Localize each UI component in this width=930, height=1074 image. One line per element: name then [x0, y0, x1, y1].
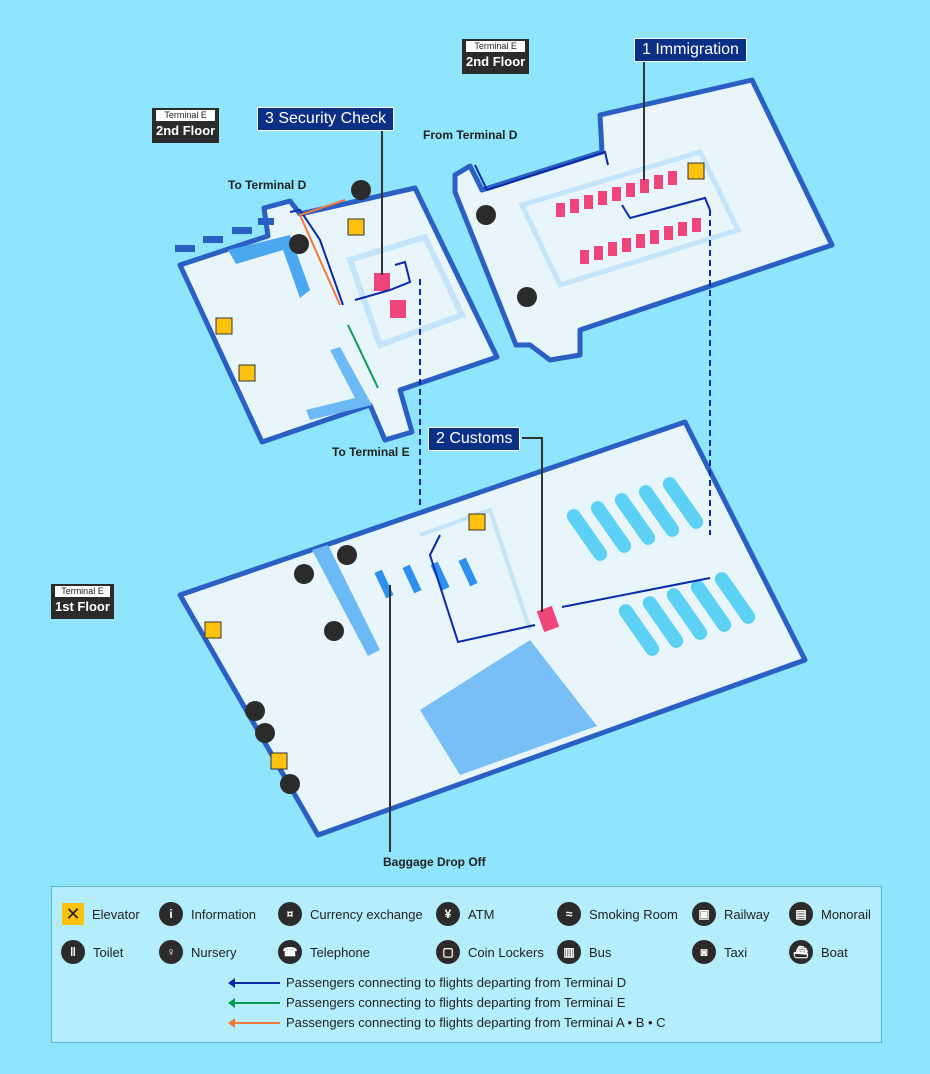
floor-2-east: [452, 77, 835, 363]
legend-railway: ▣ Railway: [692, 902, 770, 926]
legend-taxi: ◙ Taxi: [692, 940, 747, 964]
smoking-room-icon: ≈: [557, 902, 581, 926]
legend-label: Coin Lockers: [468, 944, 544, 960]
legend-information: i Information: [159, 902, 256, 926]
legend-label: Passengers connecting to flights departi…: [286, 1015, 666, 1030]
legend-route-terminal-d: Passengers connecting to flights departi…: [228, 975, 627, 990]
terminal-name: Terminal E: [466, 41, 526, 52]
step-security-check: 3 Security Check: [257, 107, 394, 131]
floor-tag-1f: Terminal E 1st Floor: [51, 584, 114, 619]
information-icon: i: [159, 902, 183, 926]
legend-label: Nursery: [191, 944, 237, 960]
label-to-terminal-d: To Terminal D: [228, 178, 307, 192]
legend-label: Information: [191, 906, 257, 922]
arrow-left-icon: [228, 1017, 280, 1028]
floor-tag-2f-east: Terminal E 2nd Floor: [462, 39, 530, 74]
floor-tag-2f-west: Terminal E 2nd Floor: [152, 108, 220, 143]
arrow-left-icon: [228, 997, 280, 1008]
elevator-icon: ✕: [62, 903, 84, 925]
terminal-map: [175, 62, 835, 852]
floor-name: 2nd Floor: [156, 123, 216, 138]
legend-elevator: ✕ Elevator: [62, 903, 140, 925]
monorail-icon: ▤: [789, 902, 813, 926]
coin-lockers-icon: ▢: [436, 940, 460, 964]
legend-currency-exchange: ¤ Currency exchange: [278, 902, 423, 926]
currency-exchange-icon: ¤: [278, 902, 302, 926]
elevator-icon: [204, 162, 705, 770]
terminal-name: Terminal E: [55, 586, 110, 597]
legend-label: Taxi: [724, 944, 748, 960]
legend-smoking-room: ≈ Smoking Room: [557, 902, 678, 926]
legend-label: Telephone: [310, 944, 370, 960]
legend-label: Elevator: [92, 906, 140, 922]
toilet-icon: ǁ: [61, 940, 85, 964]
legend-telephone: ☎ Telephone: [278, 940, 370, 964]
nursery-icon: ♀: [159, 940, 183, 964]
railway-icon: ▣: [692, 902, 716, 926]
legend-label: Railway: [724, 906, 770, 922]
floor-1: [177, 419, 808, 838]
telephone-icon: ☎: [278, 940, 302, 964]
legend-route-terminal-abc: Passengers connecting to flights departi…: [228, 1015, 666, 1030]
step-immigration: 1 Immigration: [634, 38, 747, 62]
legend-label: Passengers connecting to flights departi…: [286, 995, 626, 1010]
legend-coin-lockers: ▢ Coin Lockers: [436, 940, 544, 964]
label-to-terminal-e: To Terminal E: [332, 445, 410, 459]
legend-monorail: ▤ Monorail: [789, 902, 871, 926]
arrow-left-icon: [228, 977, 280, 988]
bus-icon: ▥: [557, 940, 581, 964]
legend-label: Boat: [821, 944, 848, 960]
legend-label: Bus: [589, 944, 612, 960]
legend-label: Monorail: [821, 906, 871, 922]
legend-label: Passengers connecting to flights departi…: [286, 975, 627, 990]
legend-bus: ▥ Bus: [557, 940, 611, 964]
legend-toilet: ǁ Toilet: [61, 940, 123, 964]
floor-2-west: [175, 185, 500, 445]
atm-icon: ¥: [436, 902, 460, 926]
terminal-name: Terminal E: [156, 110, 216, 121]
label-from-terminal-d: From Terminal D: [423, 128, 518, 142]
legend: ✕ Elevator i Information ¤ Currency exchang…: [51, 886, 882, 1043]
boat-icon: ⛴: [789, 940, 813, 964]
legend-label: Smoking Room: [589, 906, 678, 922]
legend-label: ATM: [468, 906, 495, 922]
legend-nursery: ♀ Nursery: [159, 940, 237, 964]
legend-atm: ¥ ATM: [436, 902, 494, 926]
legend-route-terminal-e: Passengers connecting to flights departi…: [228, 995, 626, 1010]
legend-label: Toilet: [93, 944, 124, 960]
legend-boat: ⛴ Boat: [789, 940, 848, 964]
floor-name: 2nd Floor: [466, 54, 526, 69]
floor-name: 1st Floor: [55, 599, 110, 614]
taxi-icon: ◙: [692, 940, 716, 964]
label-baggage-drop-off: Baggage Drop Off: [383, 855, 486, 869]
facility-icons: [245, 180, 537, 794]
legend-label: Currency exchange: [310, 906, 423, 922]
step-customs: 2 Customs: [428, 427, 521, 451]
